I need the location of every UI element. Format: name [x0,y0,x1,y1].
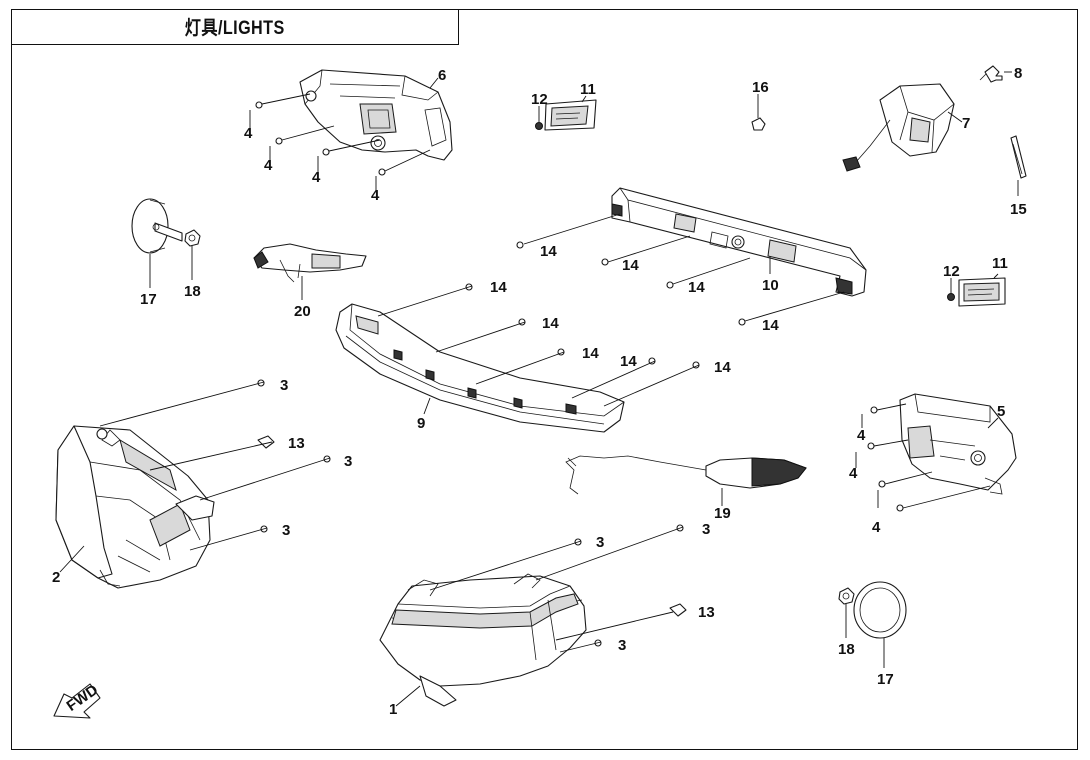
callout-4: 4 [872,519,881,536]
callout-11: 11 [992,255,1008,272]
callout-14: 14 [762,317,779,334]
callout-15: 15 [1010,201,1027,218]
callout-10: 10 [762,277,779,294]
callout-14: 14 [688,279,705,296]
callout-18: 18 [838,641,855,658]
part-6-bracket [299,69,453,161]
callout-3: 3 [282,522,290,539]
title-box: 灯具/LIGHTS [11,9,459,45]
callout-13: 13 [698,604,715,621]
part-19-turn-signal [565,455,807,495]
part-9-front-light-bar [335,303,625,433]
callout-14: 14 [620,353,637,370]
diagram-frame [11,9,1078,750]
part-11-reflector-top [544,99,597,131]
screw-parts [255,101,904,647]
callout-4: 4 [244,125,253,142]
callout-1: 1 [389,701,397,718]
part-12-nut-right [947,293,955,301]
part-17-cap-right [853,581,907,639]
callout-3: 3 [618,637,626,654]
part-17-cap-left [131,198,183,254]
callout-17: 17 [877,671,894,688]
callout-3: 3 [596,534,604,551]
part-15-reflector [1010,135,1027,179]
callout-14: 14 [490,279,507,296]
callout-11: 11 [580,81,596,98]
part-7-plate-light [842,83,955,172]
callout-14: 14 [714,359,731,376]
part-5-bracket [899,393,1017,495]
callout-labels: 1 2 3 3 3 3 3 3 4 4 4 4 4 4 4 4 5 6 7 8 … [52,65,1027,718]
part-8-screw [979,65,1003,83]
callout-3: 3 [344,453,352,470]
part-12-nut-top [535,122,543,130]
callout-9: 9 [417,415,425,432]
callout-14: 14 [622,257,639,274]
callout-4: 4 [264,157,273,174]
callout-5: 5 [997,403,1005,420]
part-1-headlight-lower [379,573,587,707]
callout-16: 16 [752,79,769,96]
part-2-headlight-left [55,425,215,589]
callout-4: 4 [371,187,380,204]
callout-8: 8 [1014,65,1022,82]
callout-14: 14 [540,243,557,260]
part-20-side-marker [253,243,367,283]
callout-3: 3 [280,377,288,394]
callout-3: 3 [702,521,710,538]
fwd-arrow-icon: FWD [53,681,101,719]
callout-18: 18 [184,283,201,300]
part-18-nut-right [838,587,855,605]
callout-13: 13 [288,435,305,452]
callout-19: 19 [714,505,731,522]
callout-4: 4 [849,465,858,482]
diagram-title: 灯具/LIGHTS [184,18,285,39]
callout-6: 6 [438,67,446,84]
callout-2: 2 [52,569,60,586]
part-18-nut-left [184,229,201,247]
callout-4: 4 [312,169,321,186]
callout-7: 7 [962,115,970,132]
callout-20: 20 [294,303,311,320]
part-11-reflector-right [958,277,1006,307]
callout-12: 12 [531,91,548,108]
callout-4: 4 [857,427,866,444]
leader-lines [59,71,1019,707]
callout-14: 14 [582,345,599,362]
callout-17: 17 [140,291,157,308]
part-10-rear-light-bar [611,187,867,297]
callout-14: 14 [542,315,559,332]
callout-12: 12 [943,263,960,280]
part-16-clip [751,117,766,131]
